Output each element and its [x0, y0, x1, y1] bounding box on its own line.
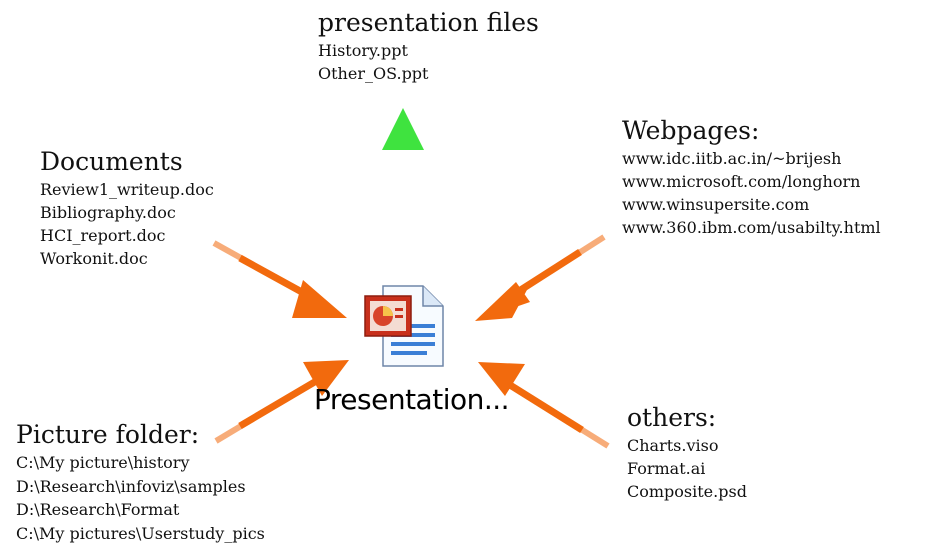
presentation-files-title: presentation files [318, 8, 539, 37]
others-item[interactable]: Format.ai [627, 459, 706, 478]
presentation-files-group: presentation files History.ppt Other_OS.… [318, 9, 539, 85]
arrow-from-webpages [475, 234, 606, 321]
arrow-from-documents [212, 240, 347, 318]
arrow-from-picture-folder [214, 360, 349, 444]
arrow-from-others [478, 362, 610, 449]
document-item[interactable]: Workonit.doc [40, 249, 148, 268]
document-item[interactable]: Bibliography.doc [40, 203, 176, 222]
webpage-item[interactable]: www.microsoft.com/longhorn [622, 172, 861, 191]
powerpoint-file-icon[interactable] [363, 280, 453, 370]
webpages-group: Webpages: www.idc.iitb.ac.in/~brijesh ww… [622, 117, 881, 239]
document-item[interactable]: HCI_report.doc [40, 226, 166, 245]
picture-folder-title: Picture folder: [16, 420, 200, 449]
arrow-to-presentation-files [382, 108, 424, 268]
webpage-item[interactable]: www.360.ibm.com/usabilty.html [622, 218, 881, 237]
picture-folder-item[interactable]: C:\My pictures\Userstudy_pics [16, 523, 265, 543]
picture-folder-item[interactable]: D:\Research\infoviz\samples [16, 476, 246, 496]
presentation-file-item[interactable]: History.ppt [318, 41, 408, 60]
webpages-title: Webpages: [622, 116, 760, 145]
picture-folder-group: Picture folder: C:\My picture\history D:… [16, 421, 265, 545]
document-item[interactable]: Review1_writeup.doc [40, 180, 214, 199]
webpage-item[interactable]: www.winsupersite.com [622, 195, 810, 214]
presentation-file-item[interactable]: Other_OS.ppt [318, 64, 429, 83]
others-title: others: [627, 403, 717, 432]
documents-group: Documents Review1_writeup.doc Bibliograp… [40, 148, 214, 270]
picture-folder-item[interactable]: C:\My picture\history [16, 453, 190, 472]
webpage-item[interactable]: www.idc.iitb.ac.in/~brijesh [622, 149, 842, 168]
others-group: others: Charts.viso Format.ai Composite.… [627, 404, 747, 503]
picture-folder-item[interactable]: D:\Research\Format [16, 500, 180, 519]
center-file-label[interactable]: Presentation... [314, 383, 510, 416]
others-item[interactable]: Charts.viso [627, 436, 719, 455]
documents-title: Documents [40, 147, 183, 176]
others-item[interactable]: Composite.psd [627, 482, 747, 501]
